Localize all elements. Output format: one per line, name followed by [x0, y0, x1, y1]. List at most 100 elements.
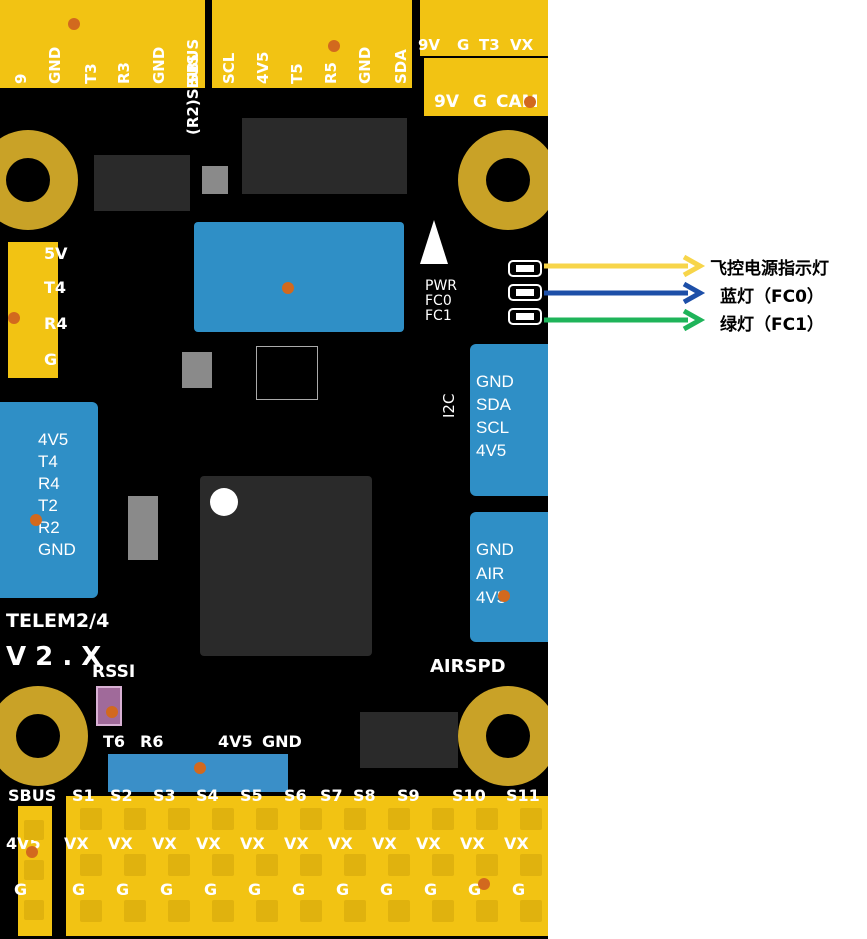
- telem-pin-label-0: 4V5: [38, 430, 69, 449]
- servo-label-6: S6: [284, 786, 307, 805]
- brand-logo-icon: [420, 220, 448, 264]
- annotation-dot: [26, 846, 38, 858]
- cam-label-1: G: [473, 92, 487, 112]
- version-label: V 2 . X: [6, 642, 102, 672]
- vx-label-2: VX: [108, 834, 133, 853]
- servo-pin: [256, 808, 278, 830]
- telem-pin-label-4: R2: [38, 518, 60, 537]
- legend-power-text: 飞控电源指示灯: [710, 259, 829, 279]
- rssi-pad: [96, 686, 122, 726]
- sbus-pin: [24, 820, 44, 840]
- top-header-right-label-3: VX: [510, 36, 534, 54]
- servo-label-3: S3: [153, 786, 176, 805]
- vx-label-9: VX: [416, 834, 441, 853]
- vx-label-4: VX: [196, 834, 221, 853]
- led-label-fc0: FC0: [425, 293, 452, 309]
- annotation-dot: [106, 706, 118, 718]
- vx-label-6: VX: [284, 834, 309, 853]
- legend-blue-text: 蓝灯（FC0）: [720, 287, 824, 307]
- servo-label-10: S10: [452, 786, 486, 805]
- servo-pin: [80, 900, 102, 922]
- g-label-5: G: [248, 880, 262, 899]
- cam-label-0: 9V: [434, 92, 459, 112]
- sbus-pin: [24, 860, 44, 880]
- top-header-left-label-3: R3: [115, 62, 133, 84]
- ic-chip-top: [242, 118, 407, 194]
- top-header-left-label-2: T3: [82, 63, 100, 84]
- top-header-mid-label-3: R5: [322, 62, 340, 84]
- servo-pin: [344, 900, 366, 922]
- vx-label-5: VX: [240, 834, 265, 853]
- annotation-dot: [8, 312, 20, 324]
- legend-arrow-blue: [544, 281, 706, 305]
- servo-pin: [520, 900, 542, 922]
- led-fc0: [508, 284, 542, 301]
- servo-pin: [168, 900, 190, 922]
- annotation-dot: [282, 282, 294, 294]
- mid-row-label-2: 4V5: [218, 732, 253, 751]
- air-pin-label-1: AIR: [476, 564, 505, 583]
- telem-pin-label-1: T4: [38, 452, 58, 471]
- led-pwr: [508, 260, 542, 277]
- servo-pin: [300, 854, 322, 876]
- sbus-pin: [24, 900, 44, 920]
- servo-pin: [168, 808, 190, 830]
- annotation-dot: [194, 762, 206, 774]
- g-label-1: G: [72, 880, 86, 899]
- servo-pin: [432, 854, 454, 876]
- servo-label-5: S5: [240, 786, 263, 805]
- servo-pin: [520, 808, 542, 830]
- connector-block-bottom-right: [360, 712, 458, 768]
- servo-pin: [212, 900, 234, 922]
- mid-row-label-1: R6: [140, 732, 164, 751]
- servo-label-1: S1: [72, 786, 95, 805]
- servo-pin: [476, 854, 498, 876]
- g-label-3: G: [160, 880, 174, 899]
- vx-label-8: VX: [372, 834, 397, 853]
- top-header-mid-label-2: T5: [288, 63, 306, 84]
- annotation-dot: [524, 96, 536, 108]
- telem-connector: [0, 402, 98, 598]
- top-small-chip: [202, 166, 228, 194]
- left-pad-label-1: T4: [44, 278, 67, 297]
- i2c-pin-label-3: 4V5: [476, 441, 507, 460]
- annotation-dot: [328, 40, 340, 52]
- vx-label-1: VX: [64, 834, 89, 853]
- servo-pin: [344, 808, 366, 830]
- servo-pin: [300, 808, 322, 830]
- servo-label-11: S11: [506, 786, 540, 805]
- mcu-pin1-marker: [210, 488, 238, 516]
- i2c-pin-label-1: SDA: [476, 395, 511, 414]
- blue-module: [194, 222, 404, 332]
- legend-arrow-power: [544, 254, 706, 278]
- top-header-left: [0, 0, 205, 88]
- servo-pin: [344, 854, 366, 876]
- top-header-mid-label-1: 4V5: [254, 51, 272, 84]
- top-header-right-label-2: T3: [479, 36, 500, 54]
- g-label-2: G: [116, 880, 130, 899]
- vx-label-11: VX: [504, 834, 529, 853]
- telem-pin-label-3: T2: [38, 496, 58, 515]
- annotation-dot: [498, 590, 510, 602]
- servo-pin: [476, 808, 498, 830]
- top-header-right: [420, 0, 548, 56]
- telem-pin-label-5: GND: [38, 540, 76, 559]
- connector-block-top-left: [94, 155, 190, 211]
- servo-pin: [388, 854, 410, 876]
- servo-pin: [520, 854, 542, 876]
- left-pad-label-2: R4: [44, 314, 68, 333]
- servo-pin: [168, 854, 190, 876]
- led-label-pwr: PWR: [425, 278, 458, 294]
- top-header-left-label-1: GND: [46, 46, 64, 84]
- sbus-sub-label: (R2)SBUS: [184, 54, 202, 135]
- legend-arrow-green: [544, 308, 706, 332]
- annotation-dot: [68, 18, 80, 30]
- i2c-pin-label-0: GND: [476, 372, 514, 391]
- top-header-right-label-1: G: [457, 36, 470, 54]
- servo-label-4: S4: [196, 786, 219, 805]
- servo-pin: [124, 900, 146, 922]
- top-header-mid: [212, 0, 412, 88]
- mid-row-label-3: GND: [262, 732, 302, 751]
- vx-label-3: VX: [152, 834, 177, 853]
